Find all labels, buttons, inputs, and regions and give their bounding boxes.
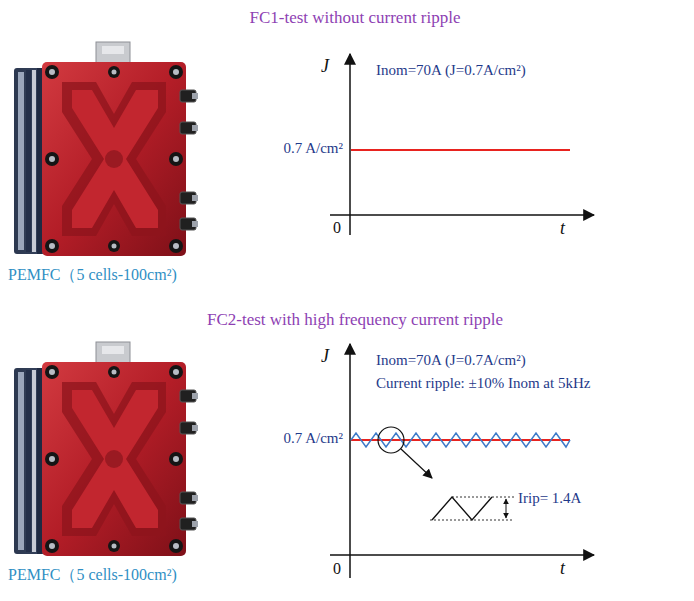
- fuel-cell-photo: [14, 42, 198, 256]
- origin-label: 0: [333, 219, 341, 237]
- fuel-cell-photo: [14, 342, 198, 556]
- section-title: FC1-test without current ripple: [249, 8, 460, 28]
- axis-label: J: [321, 346, 329, 367]
- chart-axes: [330, 54, 594, 235]
- zoom-circle: [378, 427, 404, 453]
- axis-label: J: [321, 56, 329, 77]
- axis-label: t: [560, 558, 565, 579]
- value-label: Current ripple: ±10% Inom at 5kHz: [376, 375, 590, 392]
- axis-label: t: [560, 218, 565, 239]
- ripple-wave: [351, 433, 570, 447]
- ripple-label: Irip= 1.4A: [518, 490, 581, 507]
- section-title: FC2-test with high frequency current rip…: [207, 310, 503, 330]
- current-line: [351, 149, 570, 151]
- value-label: Inom=70A (J=0.7A/cm²): [376, 352, 526, 369]
- photo-caption: PEMFC（5 cells-100cm²): [8, 266, 177, 284]
- value-label: 0.7 A/cm²: [284, 140, 344, 157]
- zoom-detail: [430, 497, 514, 520]
- zoom-arrow: [401, 449, 432, 478]
- value-label: 0.7 A/cm²: [284, 430, 344, 447]
- chart-axes: [330, 344, 594, 578]
- photo-caption: PEMFC（5 cells-100cm²): [8, 566, 177, 584]
- value-label: Inom=70A (J=0.7A/cm²): [376, 62, 526, 79]
- origin-label: 0: [333, 560, 341, 578]
